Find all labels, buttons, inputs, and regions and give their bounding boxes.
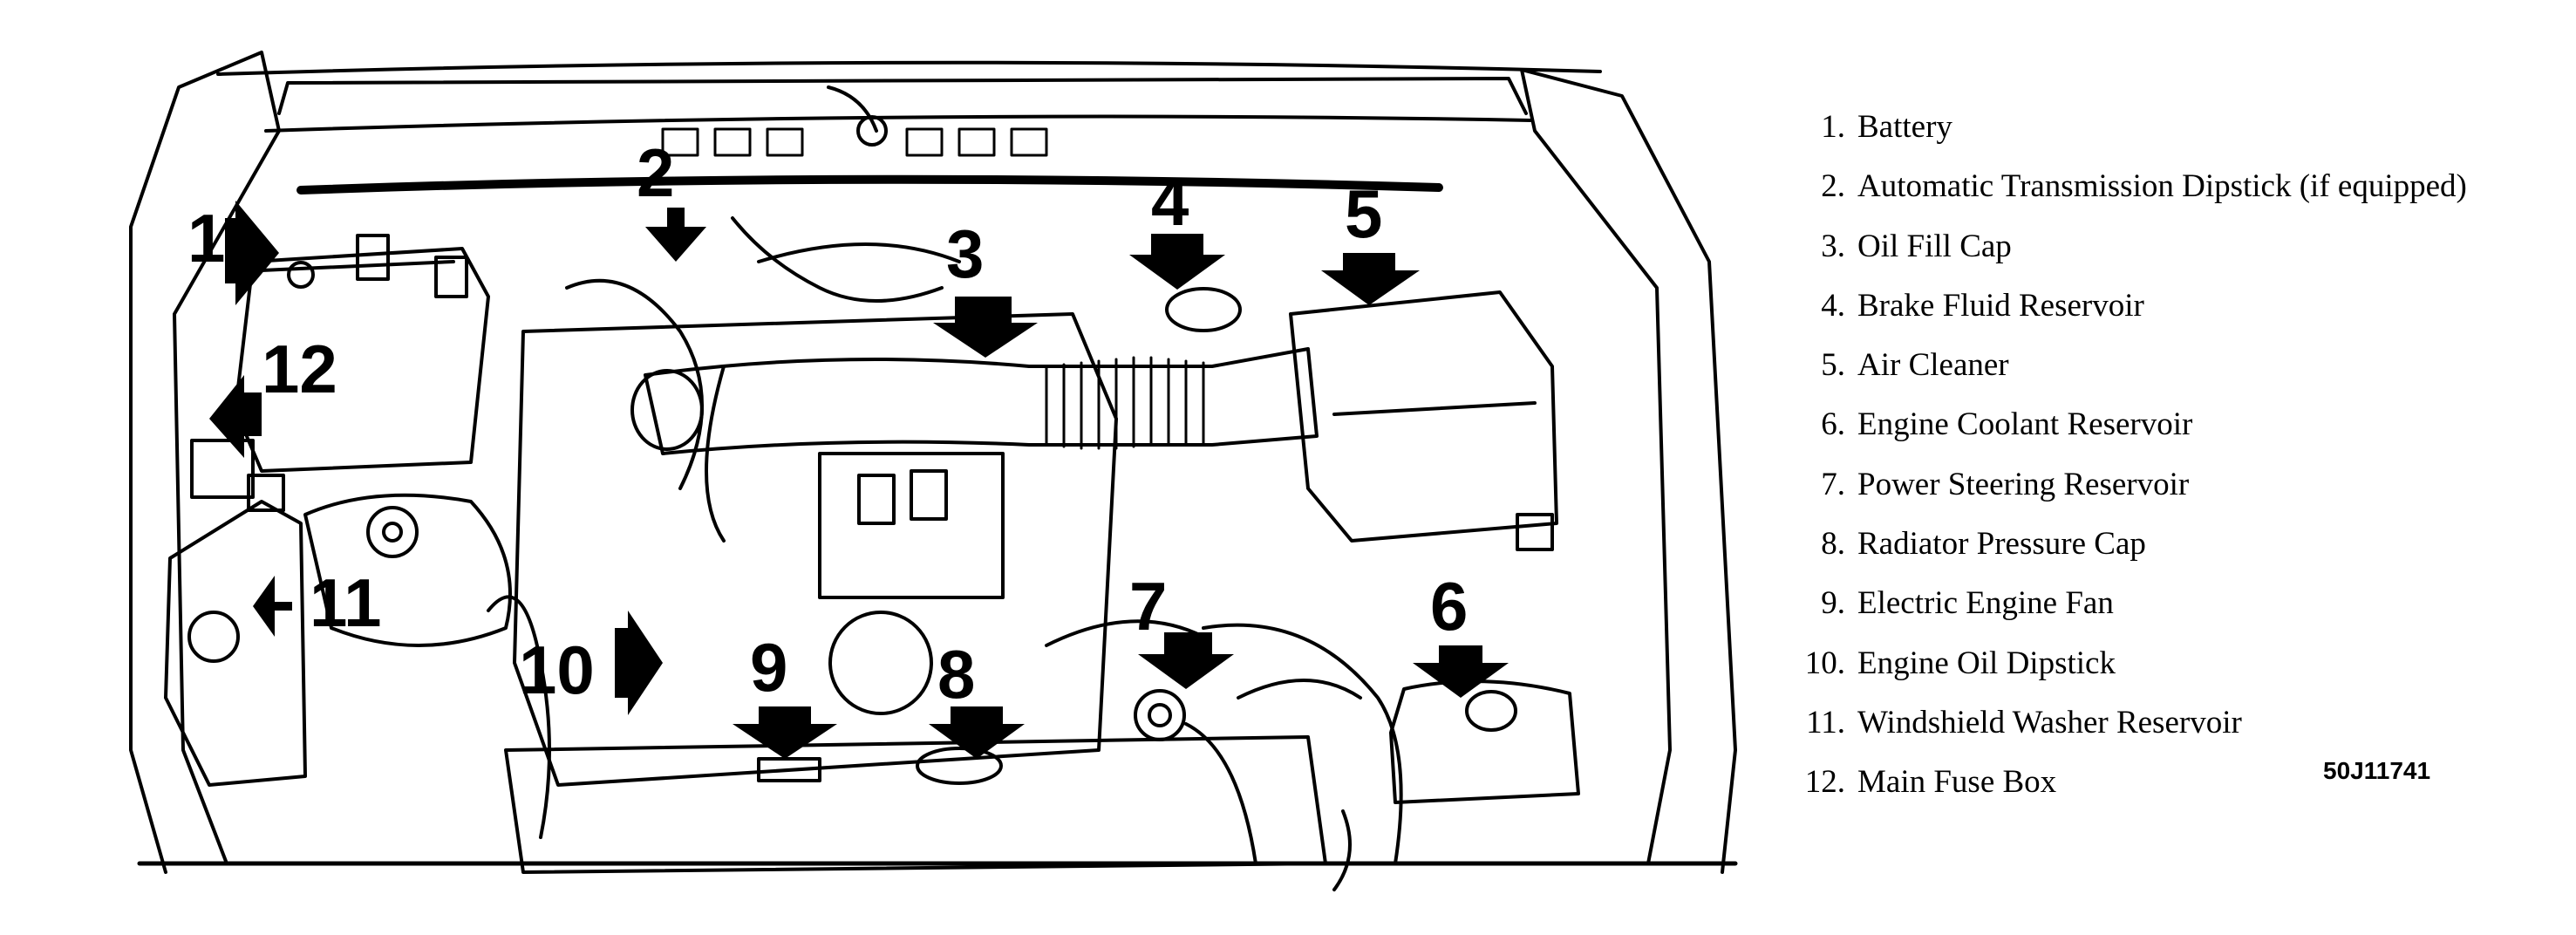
callout-1: 1 [187, 200, 225, 276]
legend-item: 11. Windshield Washer Reservoir [1779, 693, 2564, 753]
callout-3: 3 [946, 215, 984, 292]
legend-item: 10. Engine Oil Dipstick [1779, 634, 2564, 693]
legend-number: 8. [1821, 526, 1845, 563]
legend-label: Electric Engine Fan [1857, 585, 2114, 622]
legend-number: 5. [1821, 347, 1845, 384]
callout-9: 9 [750, 629, 787, 706]
legend-item: 1. Battery [1779, 98, 2564, 157]
legend-number: 10. [1804, 645, 1845, 681]
legend-item: 7. Power Steering Reservoir [1779, 455, 2564, 515]
callout-5: 5 [1345, 175, 1382, 252]
callout-11: 11 [310, 564, 381, 641]
arrow-11 [253, 576, 292, 637]
legend-number: 7. [1821, 466, 1845, 502]
callout-12: 12 [262, 331, 337, 407]
arrow-12 [209, 375, 262, 458]
callout-numbers: 1 2 3 4 5 6 7 8 9 10 11 12 [187, 134, 1468, 713]
legend-label: Main Fuse Box [1857, 764, 2057, 801]
legend-number: 1. [1821, 109, 1845, 145]
legend-label: Engine Coolant Reservoir [1857, 406, 2193, 443]
arrow-9 [733, 706, 837, 759]
legend-label: Automatic Transmission Dipstick (if equi… [1857, 168, 2467, 205]
callout-2: 2 [637, 134, 674, 211]
legend-item: 2. Automatic Transmission Dipstick (if eq… [1779, 157, 2564, 216]
callout-10: 10 [519, 631, 595, 708]
legend-label: Power Steering Reservoir [1857, 466, 2190, 502]
legend-label: Windshield Washer Reservoir [1857, 704, 2242, 740]
arrow-10 [615, 611, 663, 715]
arrow-8 [929, 706, 1025, 759]
legend-item: 4. Brake Fluid Reservoir [1779, 276, 2564, 336]
callout-6: 6 [1430, 568, 1468, 645]
legend-number: 12. [1804, 764, 1845, 801]
arrow-6 [1413, 645, 1509, 698]
callout-8: 8 [937, 636, 975, 713]
arrow-3 [933, 297, 1038, 358]
arrow-4 [1129, 234, 1225, 290]
legend-number: 2. [1821, 168, 1845, 205]
legend-item: 9. Electric Engine Fan [1779, 574, 2564, 633]
legend-number: 6. [1821, 406, 1845, 443]
callout-4: 4 [1151, 163, 1189, 240]
legend-item: 5. Air Cleaner [1779, 336, 2564, 395]
legend-label: Air Cleaner [1857, 347, 2009, 384]
legend-number: 4. [1821, 287, 1845, 324]
legend-label: Brake Fluid Reservoir [1857, 287, 2144, 324]
figure-id: 50J11741 [2323, 757, 2431, 784]
legend-number: 3. [1821, 228, 1845, 264]
callout-arrows [209, 201, 1509, 759]
legend-number: 9. [1821, 585, 1845, 622]
callout-7: 7 [1129, 568, 1167, 645]
legend-item: 8. Radiator Pressure Cap [1779, 515, 2564, 574]
engine-compartment-drawing [129, 51, 1738, 891]
legend-item: 3. Oil Fill Cap [1779, 217, 2564, 276]
arrow-2 [645, 208, 706, 262]
legend-label: Oil Fill Cap [1857, 228, 2012, 264]
legend-label: Radiator Pressure Cap [1857, 526, 2146, 563]
legend-label: Battery [1857, 109, 1952, 145]
legend-label: Engine Oil Dipstick [1857, 645, 2116, 681]
legend-item: 6. Engine Coolant Reservoir [1779, 395, 2564, 454]
arrow-7 [1138, 632, 1234, 689]
arrow-5 [1321, 253, 1420, 305]
arrow-1 [225, 201, 279, 305]
legend-item: 12. Main Fuse Box [1779, 753, 2564, 812]
legend: 1. Battery 2. Automatic Transmission Dipst… [1779, 98, 2564, 813]
legend-number: 11. [1806, 704, 1845, 740]
